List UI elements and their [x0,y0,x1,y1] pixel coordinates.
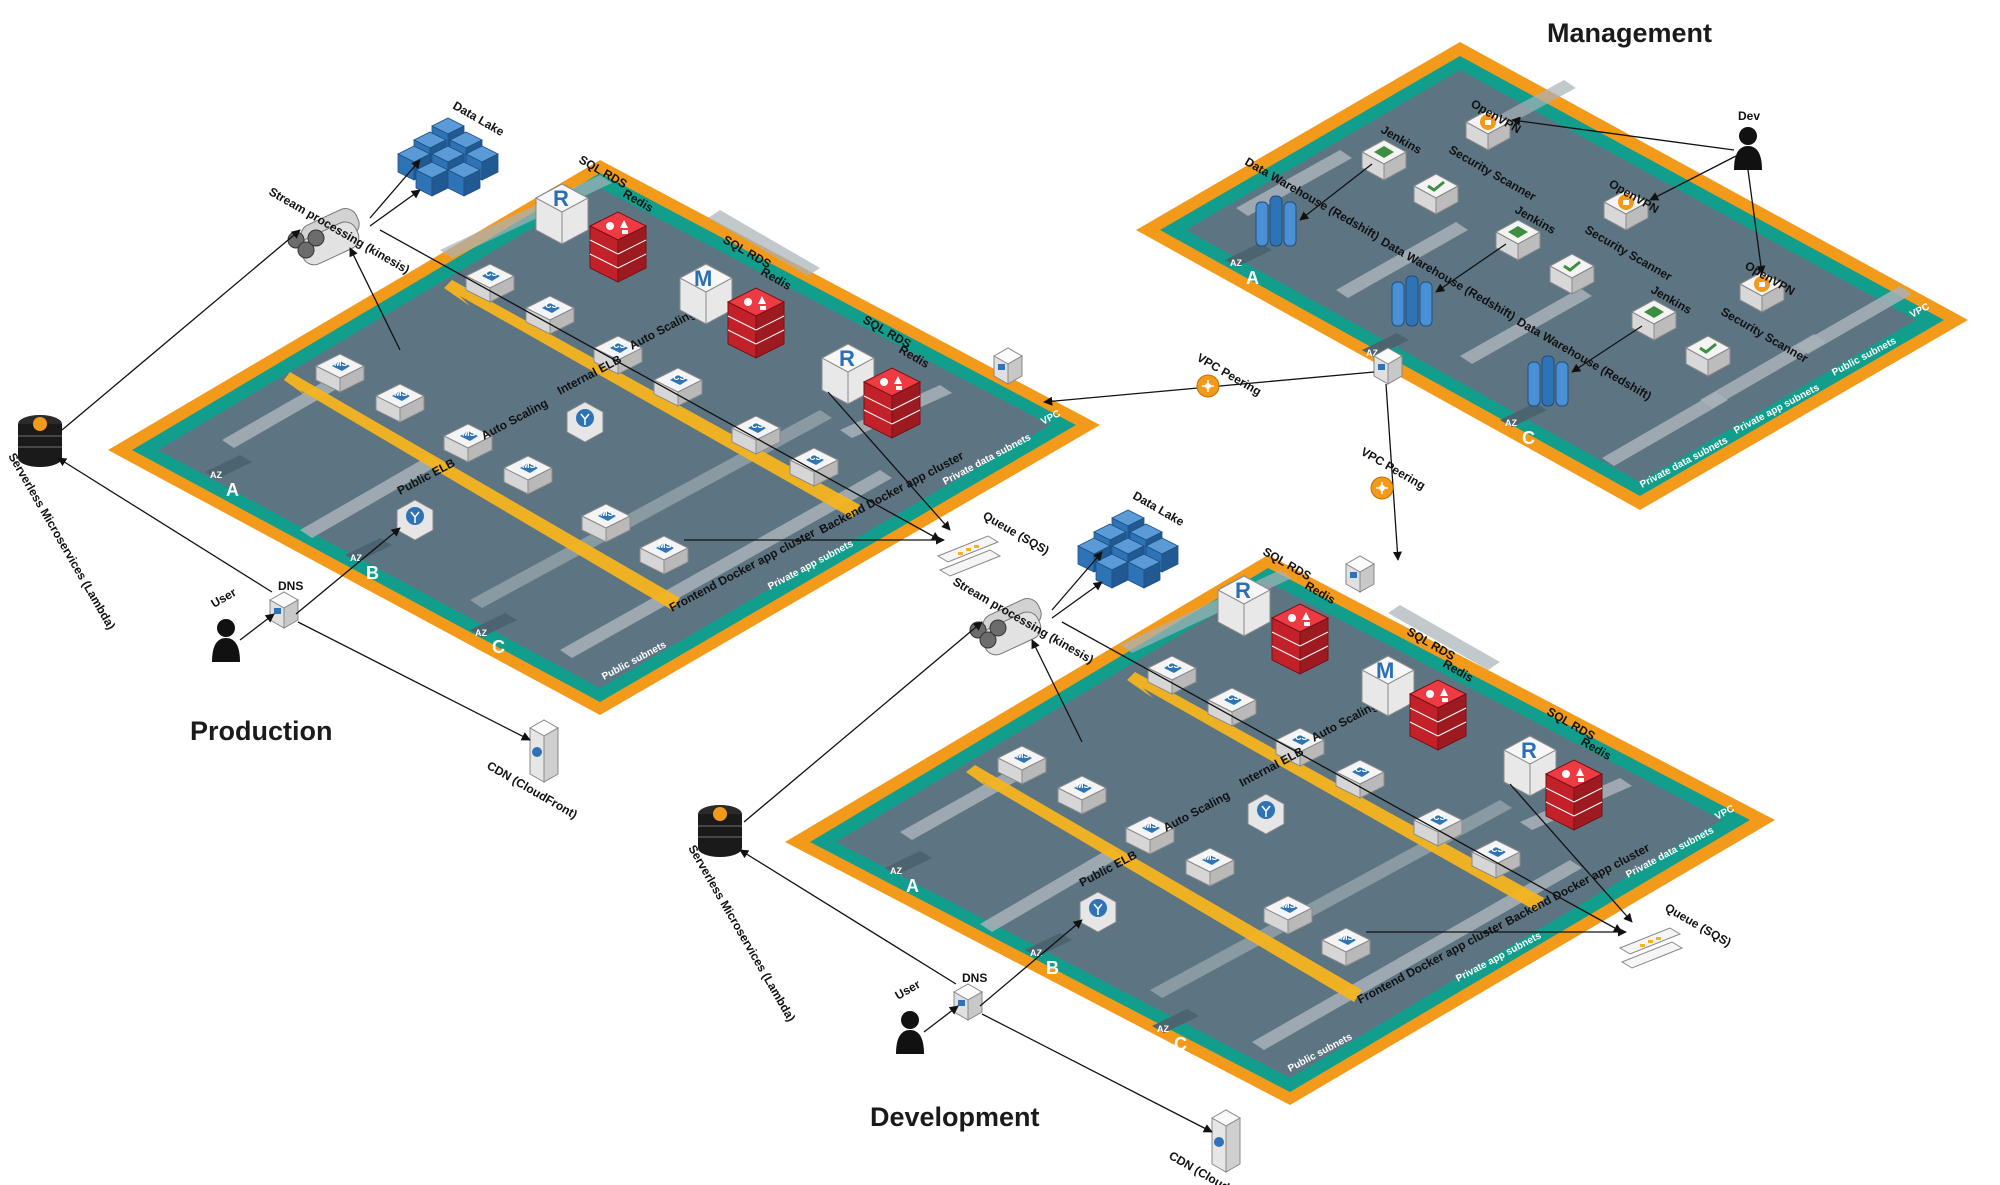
dev-cs-4-label: CS [1355,764,1368,774]
dev-az-b-prefix: AZ [1030,948,1042,958]
dev-ms-5-label: MS [1282,900,1296,910]
prod-links [57,159,951,741]
prod-az-c-label: C [492,637,505,657]
mgmt-redshift-3[interactable] [1527,355,1569,407]
dev-vpn-gateway-icon[interactable] [1345,555,1375,593]
prod-ms-3-label: MS [462,428,476,438]
dev-stream-label: Stream processing (kinesis) [951,574,1097,666]
prod-redis-1[interactable] [589,211,647,283]
prod-cs-4-label: CS [673,372,686,382]
prod-cs-1-label: CS [485,268,498,278]
dev-az-a-prefix: AZ [890,866,902,876]
prod-az-b-prefix: AZ [350,553,362,563]
dev-redis-1[interactable] [1271,603,1329,675]
prod-rds-2-letter: M [694,266,712,291]
prod-az-a-prefix: AZ [210,470,222,480]
mgmt-az-c-prefix: AZ [1505,418,1517,428]
dev-data-lake-icon[interactable] [1078,510,1178,588]
prod-dns-icon[interactable] [269,591,299,629]
dev-cdn-icon[interactable] [1211,1109,1241,1173]
prod-cs-2-label: CS [545,300,558,310]
dev-redis-2[interactable] [1409,679,1467,751]
dev-user-label: User [893,977,923,1003]
dev-ms-4-label: MS [1204,852,1218,862]
mgmt-az-b-prefix: AZ [1366,348,1378,358]
prod-az-b-label: B [366,563,379,583]
prod-vpn-gateway-icon[interactable] [993,347,1023,385]
prod-dns-label: DNS [278,579,303,593]
dev-cs-5-label: CS [1433,812,1446,822]
dev-dns-icon[interactable] [953,983,983,1021]
dev-az-a-label: A [906,876,919,896]
prod-redis-2[interactable] [727,287,785,359]
mgmt-redshift-2[interactable] [1391,275,1433,327]
prod-az-a-label: A [226,480,239,500]
prod-ms-4-label: MS [522,460,536,470]
production-title: Production [190,716,333,746]
mgmt-dev-label: Dev [1738,109,1760,123]
prod-cs-5-label: CS [751,420,764,430]
prod-rds-1-letter: R [553,186,569,211]
dev-ms-2-label: MS [1076,780,1090,790]
dev-rds-2-letter: M [1376,658,1394,683]
prod-ms-5-label: MS [600,508,614,518]
dev-redis-3[interactable] [1545,759,1603,831]
prod-lambda-icon[interactable] [17,414,63,468]
dev-user-icon [896,1011,924,1054]
prod-queue-icon[interactable] [937,535,1001,577]
prod-rds-3-letter: R [839,346,855,371]
peering-dev-icon[interactable] [1370,476,1394,500]
dev-cs-2-label: CS [1227,692,1240,702]
dev-cs-6-label: CS [1491,844,1504,854]
mgmt-az-c-label: C [1522,428,1535,448]
prod-redis-3[interactable] [863,367,921,439]
mgmt-az-a-label: A [1246,268,1259,288]
dev-rds-3-letter: R [1521,738,1537,763]
dev-az-c-label: C [1174,1034,1187,1054]
dev-rds-1-letter: R [1235,578,1251,603]
mgmt-redshift-1[interactable] [1255,195,1297,247]
dev-dns-label: DNS [962,971,987,985]
prod-data-lake-icon[interactable] [398,118,498,196]
dev-az-b-label: B [1046,958,1059,978]
prod-stream-label: Stream processing (kinesis) [267,184,413,276]
prod-ms-1-label: MS [334,358,348,368]
dev-lambda-icon[interactable] [697,804,743,858]
dev-cs-3-label: CS [1295,732,1308,742]
dev-queue-icon[interactable] [1619,927,1683,969]
dev-az-c-prefix: AZ [1157,1024,1169,1034]
dev-serverless-label: Serverless Microservices (Lambda) [685,843,798,1024]
prod-ms-2-label: MS [394,388,408,398]
dev-links [739,551,1633,1133]
management-title: Management [1547,18,1712,48]
prod-cdn-icon[interactable] [529,719,559,783]
dev-ms-3-label: MS [1144,820,1158,830]
mgmt-dev-icon [1734,127,1762,170]
prod-user-icon [212,619,240,662]
prod-az-c-prefix: AZ [475,628,487,638]
prod-user-label: User [209,585,239,611]
dev-cs-1-label: CS [1167,660,1180,670]
production-vpc: AZ A AZ B AZ C Public subnets Private ap… [108,160,1100,715]
development-vpc: AZ A AZ B AZ C Public subnets Private ap… [785,555,1775,1105]
development-title: Development [870,1102,1040,1132]
prod-cs-3-label: CS [613,340,626,350]
dev-ms-1-label: MS [1016,750,1030,760]
prod-cs-6-label: CS [809,452,822,462]
mgmt-az-a-prefix: AZ [1230,258,1242,268]
dev-ms-6-label: MS [1340,932,1354,942]
mgmt-links [1299,116,1766,373]
vpc-peering: VPC Peering VPC Peering [993,347,1428,593]
prod-ms-6-label: MS [658,540,672,550]
peering-prod-icon[interactable] [1196,374,1220,398]
prod-serverless-label: Serverless Microservices (Lambda) [5,451,118,632]
mgmt-vpn-gateway-icon[interactable] [1373,347,1403,385]
